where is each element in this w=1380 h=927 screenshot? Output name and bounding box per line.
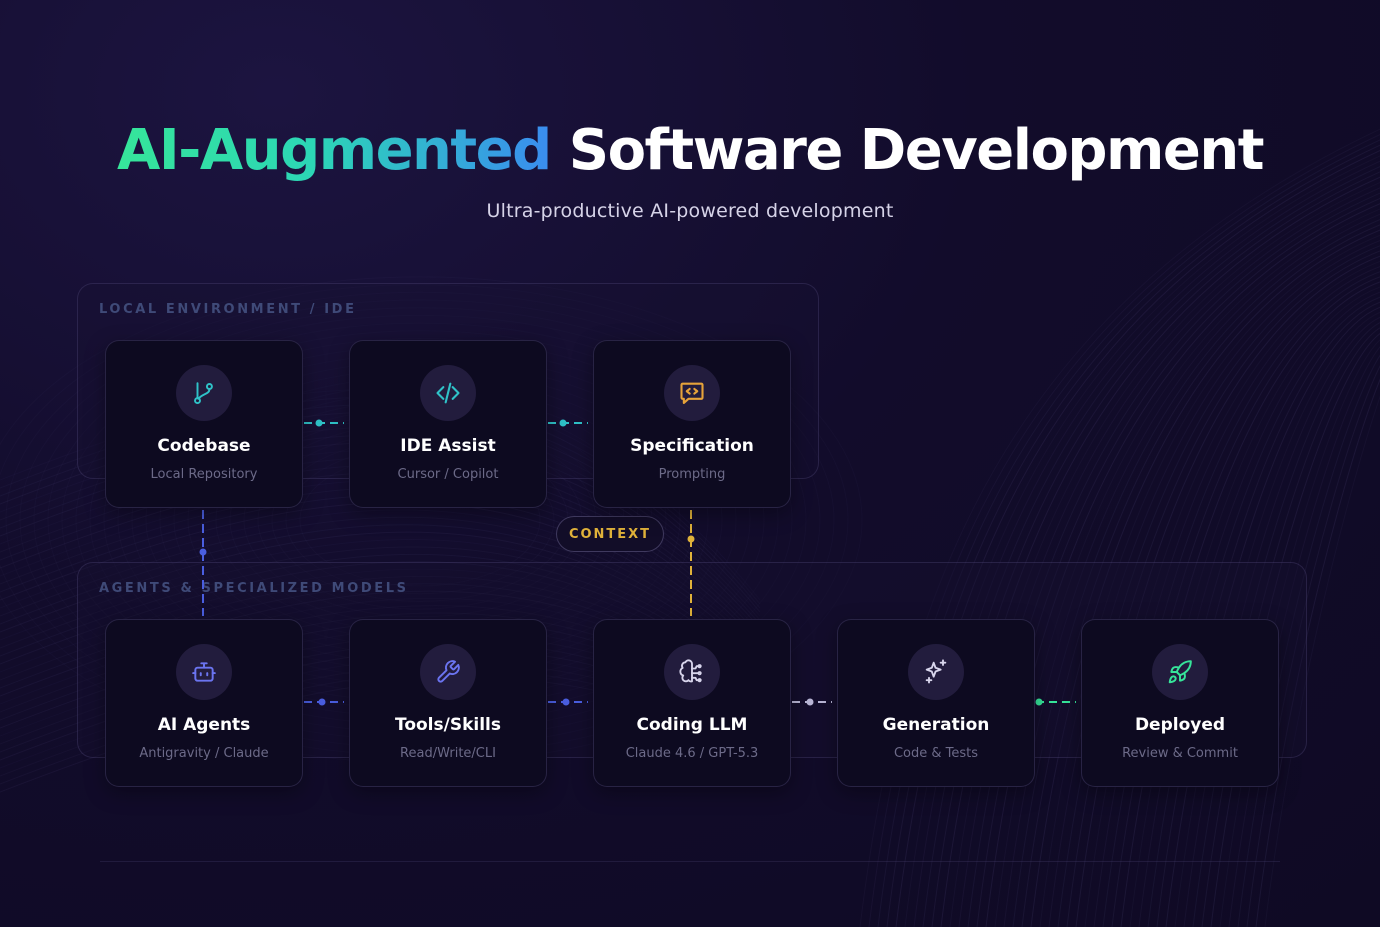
card-subtitle: Read/Write/CLI	[400, 746, 496, 761]
card-title: IDE Assist	[400, 436, 496, 456]
card-tools-skills[interactable]: Tools/Skills Read/Write/CLI	[349, 619, 547, 787]
title-highlight: AI-Augmented	[117, 118, 552, 183]
footer-divider	[100, 861, 1280, 862]
card-title: Specification	[630, 436, 754, 456]
card-codebase[interactable]: Codebase Local Repository	[105, 340, 303, 508]
brain-icon	[664, 644, 720, 700]
card-specification[interactable]: Specification Prompting	[593, 340, 791, 508]
title-rest: Software Development	[568, 118, 1265, 183]
message-code-icon	[664, 365, 720, 421]
card-ide-assist[interactable]: IDE Assist Cursor / Copilot	[349, 340, 547, 508]
page-title: AI-Augmented Software Development	[0, 118, 1380, 184]
card-ai-agents[interactable]: AI Agents Antigravity / Claude	[105, 619, 303, 787]
card-title: Tools/Skills	[394, 715, 501, 735]
card-title: Generation	[882, 715, 990, 735]
card-subtitle: Antigravity / Claude	[139, 746, 269, 761]
context-badge: CONTEXT	[556, 516, 664, 552]
bot-icon	[176, 644, 232, 700]
rocket-icon	[1152, 644, 1208, 700]
wrench-icon	[420, 644, 476, 700]
card-generation[interactable]: Generation Code & Tests	[837, 619, 1035, 787]
card-title: Coding LLM	[636, 715, 748, 735]
card-subtitle: Code & Tests	[893, 746, 979, 761]
card-subtitle: Prompting	[658, 467, 726, 482]
card-subtitle: Local Repository	[150, 467, 258, 482]
code-icon	[420, 365, 476, 421]
card-coding-llm[interactable]: Coding LLM Claude 4.6 / GPT-5.3	[593, 619, 791, 787]
card-deployed[interactable]: Deployed Review & Commit	[1081, 619, 1279, 787]
card-subtitle: Claude 4.6 / GPT-5.3	[625, 746, 759, 761]
local-environment-label: LOCAL ENVIRONMENT / IDE	[99, 302, 357, 317]
card-subtitle: Review & Commit	[1122, 746, 1238, 761]
card-title: Codebase	[157, 436, 251, 456]
card-title: AI Agents	[157, 715, 251, 735]
card-title: Deployed	[1134, 715, 1226, 735]
card-subtitle: Cursor / Copilot	[397, 467, 499, 482]
git-branch-icon	[176, 365, 232, 421]
agents-section-label: AGENTS & SPECIALIZED MODELS	[99, 581, 409, 596]
page-subtitle: Ultra-productive AI-powered development	[486, 200, 894, 222]
sparkles-icon	[908, 644, 964, 700]
